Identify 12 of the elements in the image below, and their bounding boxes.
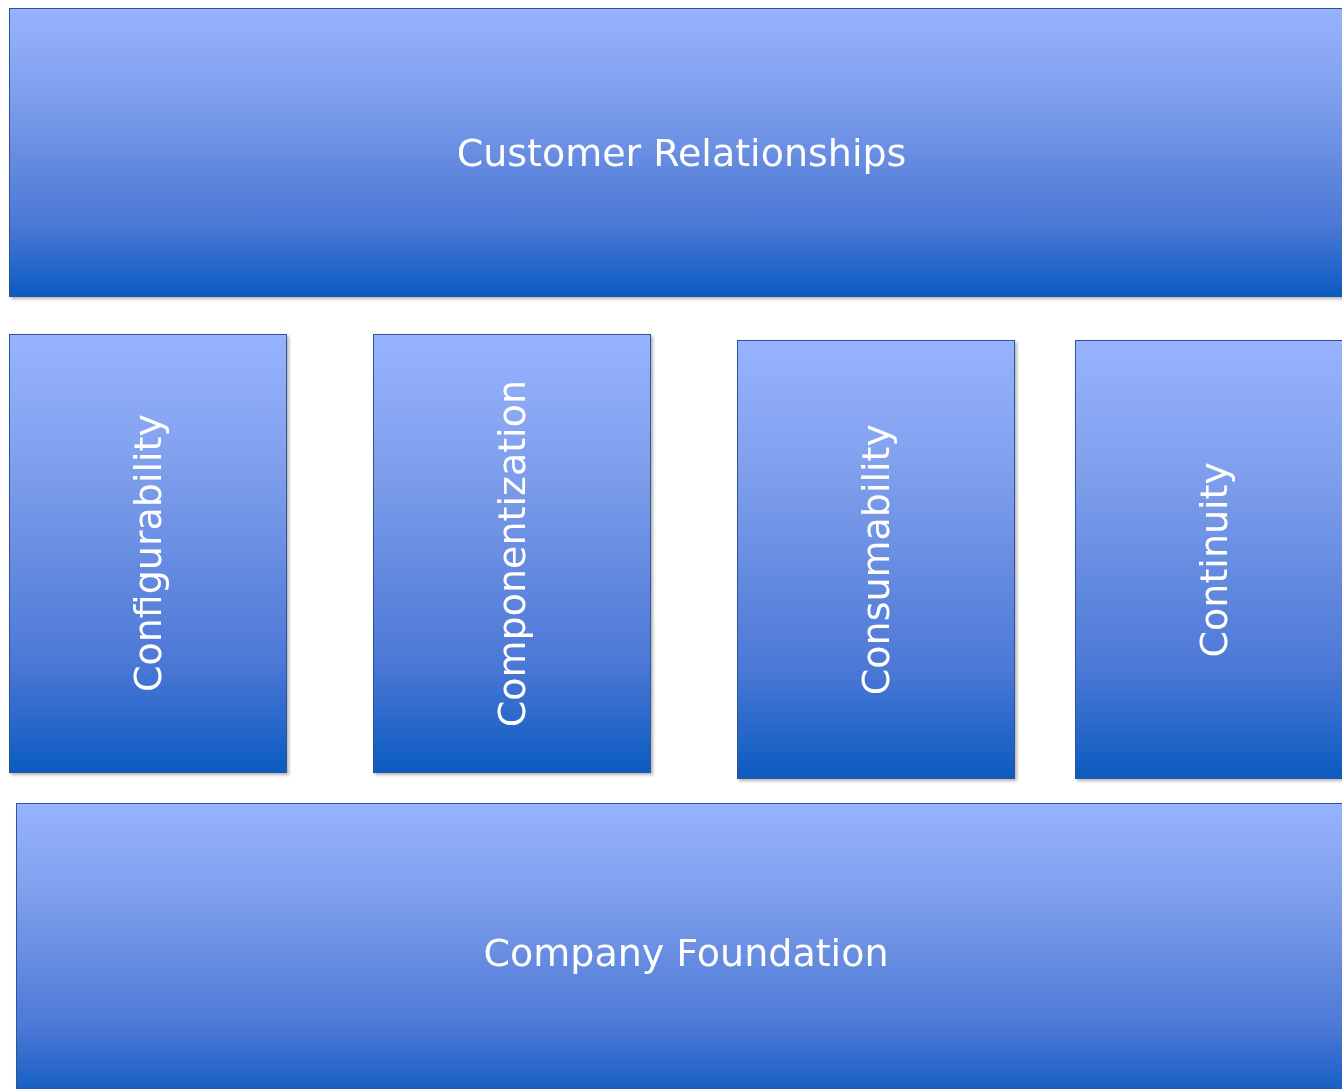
pillar-label: Componentization bbox=[490, 379, 534, 728]
pillar-block bbox=[9, 334, 287, 773]
pillar-label: Continuity bbox=[1192, 461, 1236, 658]
layer-label: Company Foundation bbox=[483, 931, 889, 975]
pillar-block bbox=[373, 334, 651, 773]
layer-label: Customer Relationships bbox=[456, 130, 907, 175]
pillar-block bbox=[1075, 340, 1342, 779]
layer-band bbox=[9, 8, 1342, 297]
pillar-label: Consumability bbox=[854, 423, 898, 696]
layer-band bbox=[16, 803, 1342, 1089]
pillar-block bbox=[737, 340, 1015, 779]
pillar-label: Configurability bbox=[126, 414, 170, 693]
